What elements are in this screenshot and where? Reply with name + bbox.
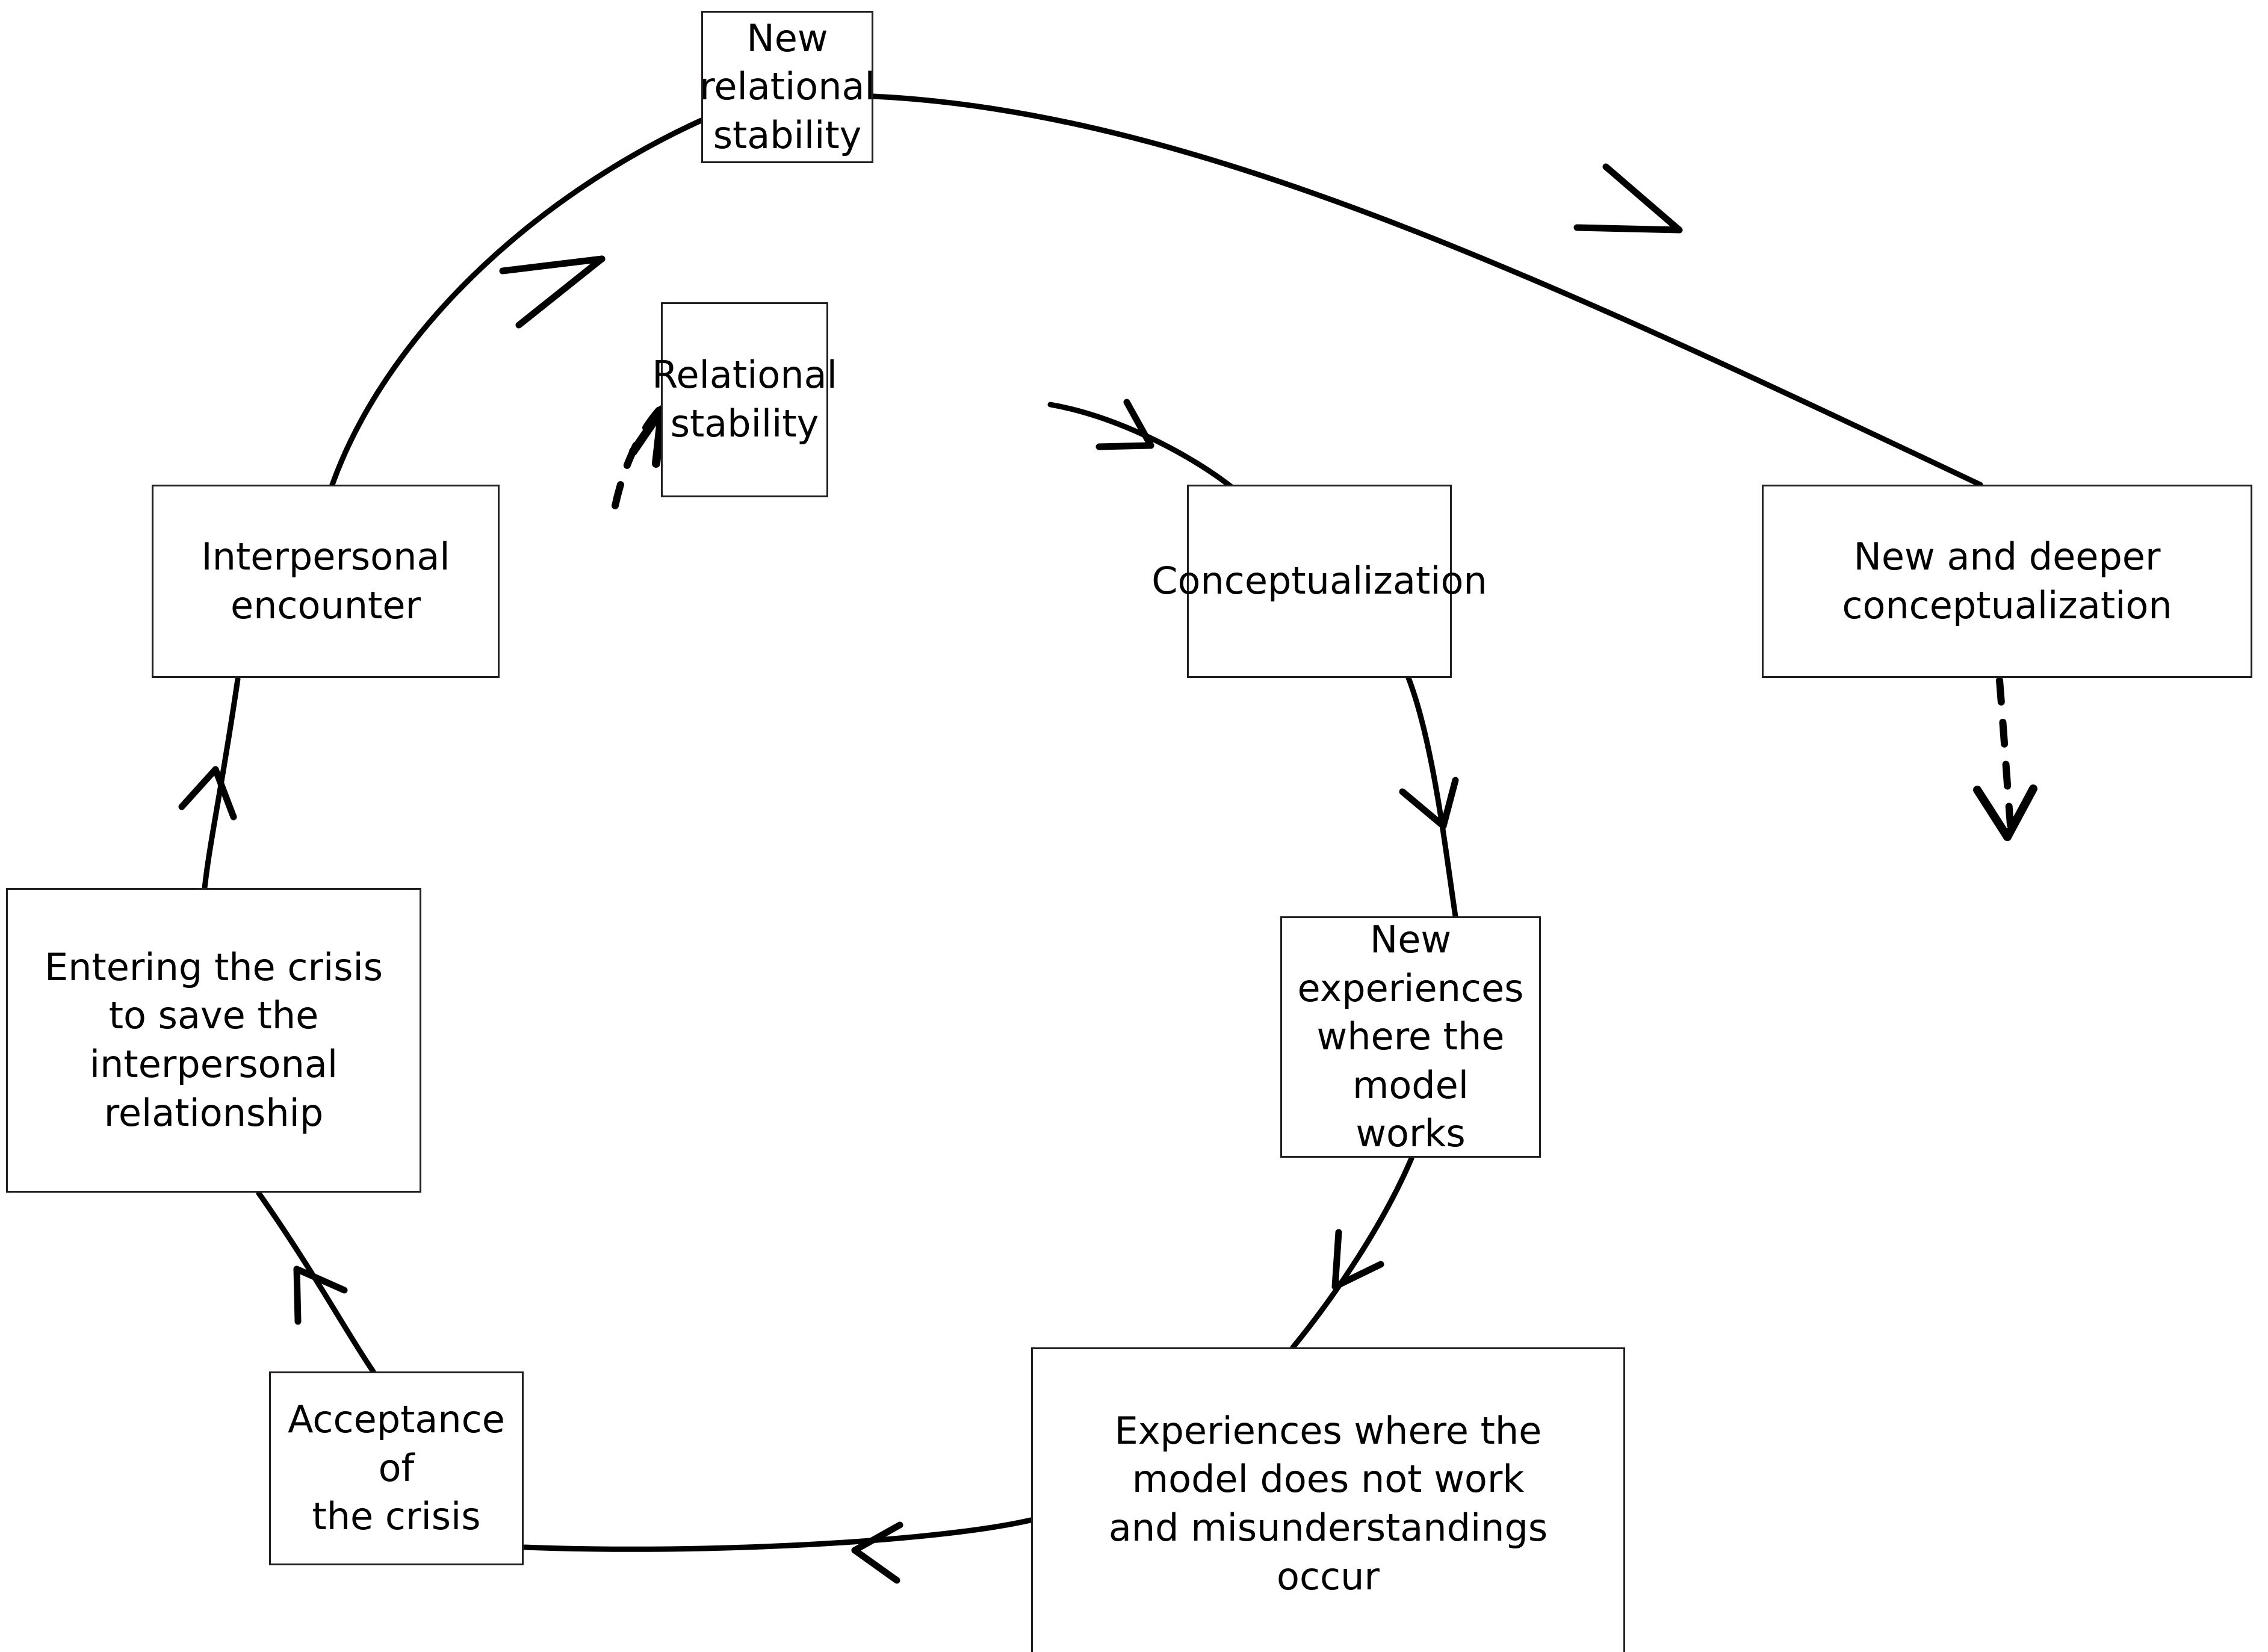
node-experiences-model-does-not-work[interactable]: Experiences where the model does not wor… [1031,1347,1625,1652]
edge-acceptance-of-the-crisis-to-entering-the-crisis [256,1190,376,1374]
node-relational-stability[interactable]: Relational stability [652,302,837,497]
edge-entering-the-crisis-to-interpersonal-encounter [178,676,241,891]
node-new-experiences-model-works[interactable]: New experiences where the model works [1280,916,1541,1158]
node-new-and-deeper-conceptualization[interactable]: New and deeper conceptualization [1762,485,2252,678]
edge-interpersonal-encounter-to-new-relational-stability [329,117,704,488]
node-entering-the-crisis[interactable]: Entering the crisis to save the interper… [6,888,421,1193]
node-interpersonal-encounter[interactable]: Interpersonal encounter [152,485,500,678]
edge-conceptualization-to-new-experiences [1399,675,1459,919]
edge-new-experiences-to-experiences-model-does-not-work [1290,1155,1414,1350]
node-acceptance-of-the-crisis[interactable]: Acceptance of the crisis [269,1371,524,1565]
edge-new-and-deeper-conceptualization-dashed-out [1973,677,2037,841]
node-new-relational-stability[interactable]: New relational stability [699,11,875,163]
edge-experiences-to-acceptance-of-the-crisis [522,1517,1033,1584]
edge-new-relational-stability-to-new-and-deeper-conceptualization [870,93,1983,488]
node-conceptualization[interactable]: Conceptualization [1151,485,1487,678]
edge-relational-stability-to-conceptualization [1047,399,1234,489]
